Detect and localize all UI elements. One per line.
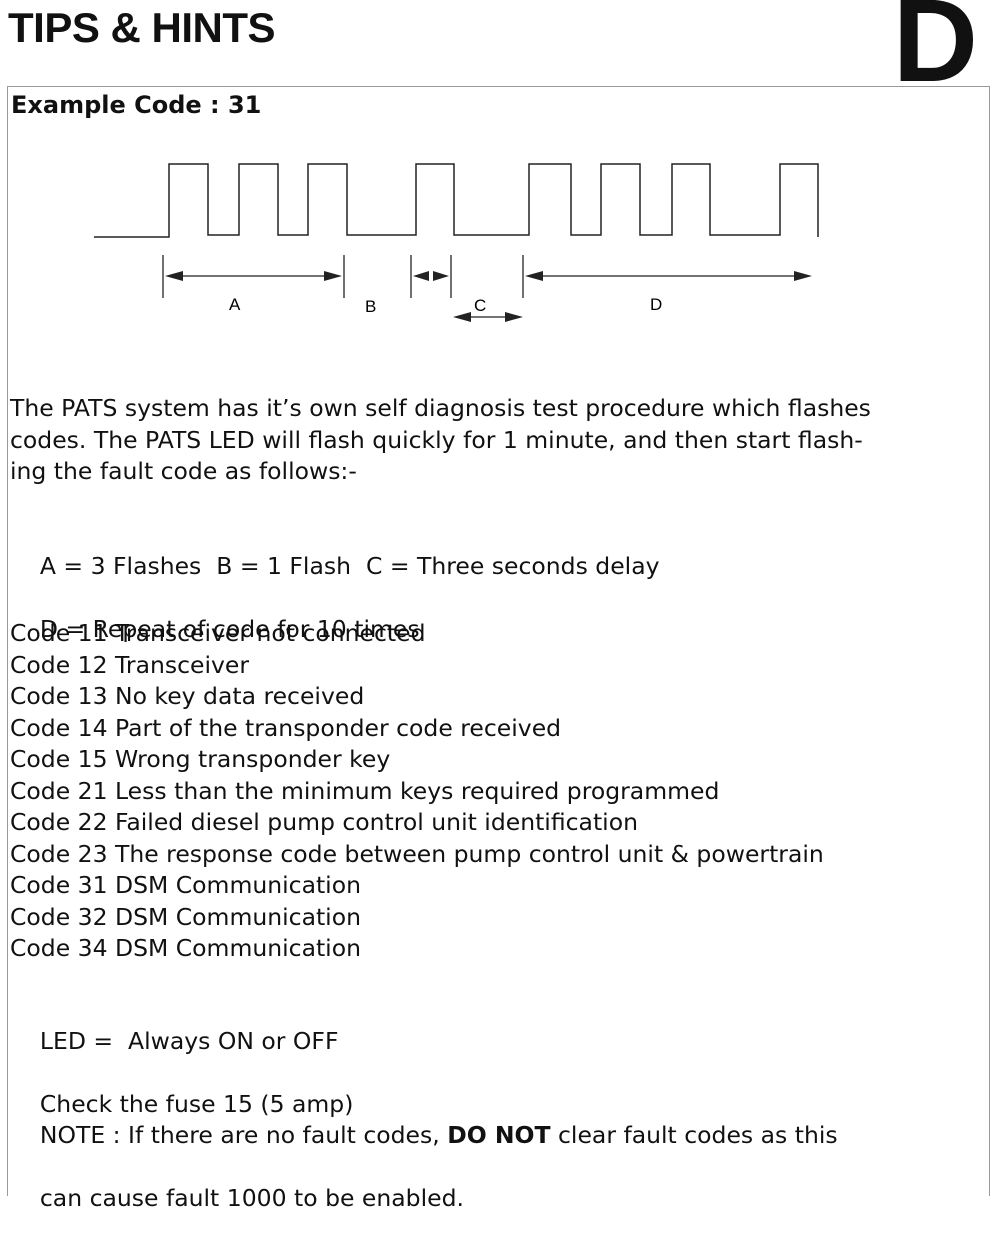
span-label-d: D	[650, 295, 662, 314]
led-line: Check the fuse 15 (5 amp)	[39, 1089, 354, 1118]
span-b-arrowhead-right	[433, 271, 449, 281]
note-suffix: clear fault codes as this	[550, 1120, 838, 1149]
led-line: LED = Always ON or OFF	[39, 1026, 339, 1055]
pulse-waveform	[94, 163, 819, 238]
list-item: Code 21 Less than the minimum keys requi…	[10, 776, 720, 805]
legend-line: D = Repeat of code for 10 times	[39, 614, 420, 643]
span-c-arrowhead-right	[505, 312, 523, 322]
list-item: Code 13 No key data received	[10, 682, 365, 710]
list-item: Code 12 Transceiver	[10, 650, 250, 679]
span-c-arrowhead-left	[453, 312, 471, 322]
legend-paragraph: A = 3 Flashes B = 1 Flash C = Three seco…	[10, 519, 660, 677]
intro-paragraph: The PATS system has it’s own self diagno…	[10, 393, 871, 488]
intro-line: codes. The PATS LED will flash quickly f…	[10, 425, 863, 454]
note-line-2: can cause fault 1000 to be enabled.	[39, 1183, 464, 1212]
span-a-arrowhead-left	[165, 271, 183, 281]
fault-code-list: Code 11 Transceiver not connected Code 1…	[10, 618, 824, 965]
note-paragraph: NOTE : If there are no fault codes, DO N…	[10, 1088, 838, 1246]
section-letter-badge: D	[892, 0, 978, 107]
span-label-c: C	[474, 296, 486, 315]
note-emphasis: DO NOT	[447, 1120, 551, 1149]
note-prefix: NOTE : If there are no fault codes,	[39, 1120, 448, 1149]
span-label-b: B	[365, 297, 376, 316]
list-item: Code 11 Transceiver not connected	[10, 619, 426, 647]
list-item: Code 31 DSM Communication	[10, 871, 361, 899]
list-item: Code 23 The response code between pump c…	[10, 839, 824, 868]
intro-line: The PATS system has it’s own self diagno…	[10, 394, 871, 422]
list-item: Code 22 Failed diesel pump control unit …	[10, 808, 638, 836]
example-heading: Example Code : 31	[11, 91, 262, 119]
flash-code-diagram: A B C D	[94, 163, 819, 322]
span-label-a: A	[229, 295, 241, 314]
tips-panel: Example Code : 31 A B C D The PATS syste…	[7, 86, 990, 1212]
span-b-arrowhead-left	[413, 271, 429, 281]
legend-line: A = 3 Flashes B = 1 Flash C = Three seco…	[39, 551, 660, 580]
intro-line: ing the fault code as follows:-	[10, 457, 357, 485]
page-title: TIPS & HINTS	[8, 4, 276, 51]
list-item: Code 32 DSM Communication	[10, 902, 361, 931]
led-paragraph: LED = Always ON or OFF Check the fuse 15…	[10, 994, 353, 1152]
span-a-arrowhead-right	[324, 271, 342, 281]
list-item: Code 14 Part of the transponder code rec…	[10, 713, 562, 742]
span-d-arrowhead-right	[794, 271, 812, 281]
list-item: Code 15 Wrong transponder key	[10, 745, 391, 773]
list-item: Code 34 DSM Communication	[10, 934, 361, 962]
span-d-arrowhead-left	[525, 271, 543, 281]
